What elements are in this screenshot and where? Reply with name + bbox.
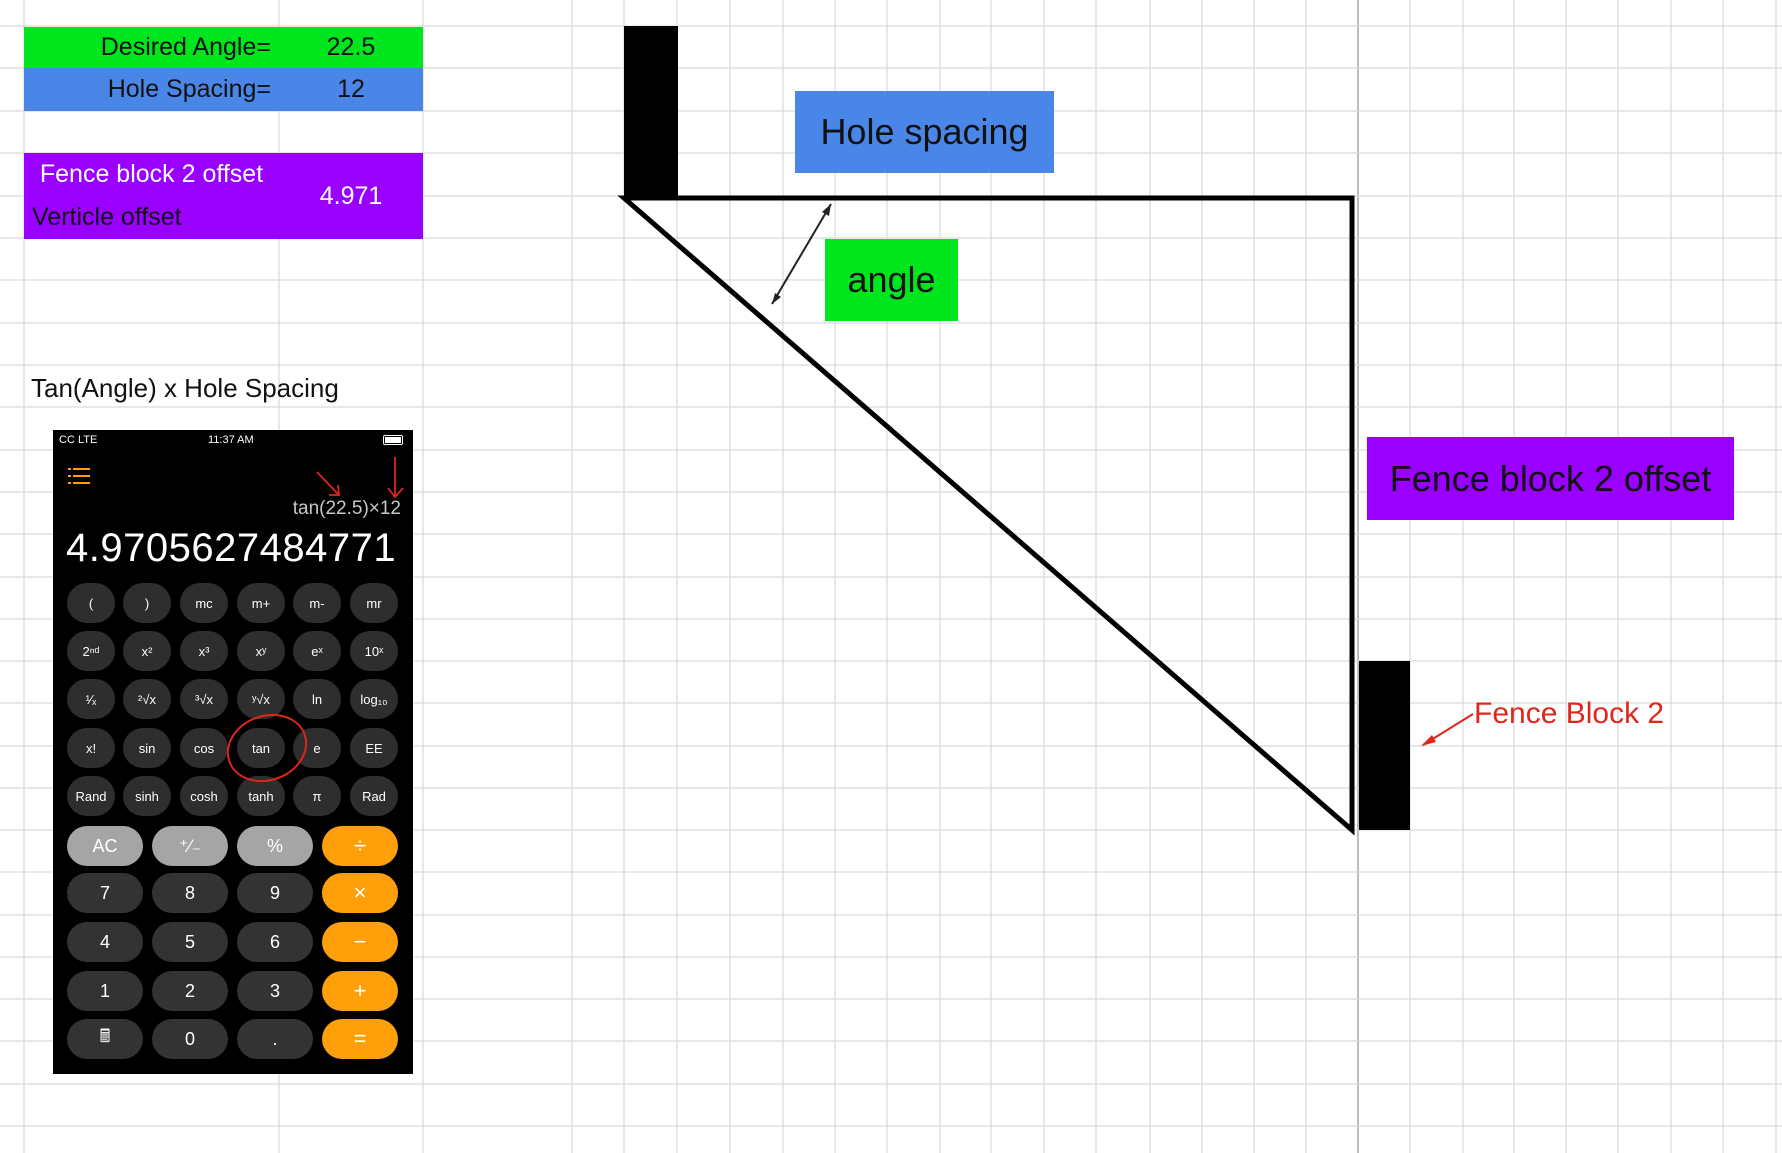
calc-key[interactable]: AC: [67, 826, 143, 866]
calc-key[interactable]: x²: [123, 631, 171, 671]
calc-key[interactable]: 3: [237, 971, 313, 1011]
formula-note-cell[interactable]: Tan(Angle) x Hole Spacing: [24, 368, 424, 408]
calc-key[interactable]: ln: [293, 679, 341, 719]
calc-key[interactable]: 5: [152, 922, 228, 962]
desired-angle-label-cell[interactable]: Desired Angle=: [24, 27, 279, 68]
calc-key[interactable]: ʸ√x: [237, 679, 285, 719]
status-time: 11:37 AM: [208, 434, 254, 446]
calculator-result: 4.9705627484771: [66, 526, 397, 570]
desired-angle-value-cell[interactable]: 22.5: [279, 27, 423, 68]
offset-label-cell-1[interactable]: Fence block 2 offset: [24, 153, 279, 196]
fence-block-offset-tag[interactable]: Fence block 2 offset: [1367, 437, 1734, 520]
calc-key[interactable]: 6: [237, 922, 313, 962]
calc-key[interactable]: .: [237, 1019, 313, 1059]
calc-key[interactable]: 0: [152, 1019, 228, 1059]
calc-key[interactable]: =: [322, 1019, 398, 1059]
signal-status: CC LTE: [59, 434, 98, 446]
calc-key[interactable]: 8: [152, 873, 228, 913]
calc-key[interactable]: e: [293, 728, 341, 768]
hole-spacing-value: 12: [337, 75, 365, 103]
formula-note: Tan(Angle) x Hole Spacing: [31, 372, 339, 403]
calc-key[interactable]: mr: [350, 583, 398, 623]
calc-key[interactable]: 🖩: [67, 1019, 143, 1059]
calc-key[interactable]: sin: [123, 728, 171, 768]
calc-key[interactable]: %: [237, 826, 313, 866]
red-arrowhead-2: [387, 487, 404, 499]
hole-spacing-label: Hole Spacing=: [107, 75, 271, 103]
fence-block-2-label[interactable]: Fence Block 2: [1474, 694, 1704, 734]
calc-key[interactable]: ×: [322, 873, 398, 913]
calc-key[interactable]: tanh: [237, 776, 285, 816]
calc-key[interactable]: Rand: [67, 776, 115, 816]
calc-key[interactable]: m-: [293, 583, 341, 623]
calc-key[interactable]: ¹⁄ₓ: [67, 679, 115, 719]
calc-key[interactable]: cosh: [180, 776, 228, 816]
hole-spacing-tag[interactable]: Hole spacing: [795, 91, 1054, 173]
calc-key[interactable]: eˣ: [293, 631, 341, 671]
calc-key[interactable]: ÷: [322, 826, 398, 866]
offset-value: 4.971: [319, 181, 383, 210]
offset-value-cell[interactable]: 4.971: [279, 153, 423, 239]
calc-key[interactable]: 2: [152, 971, 228, 1011]
angle-tag[interactable]: angle: [825, 239, 958, 321]
calc-key[interactable]: π: [293, 776, 341, 816]
calculator-expression: tan(22.5)×12: [292, 498, 401, 519]
hole-spacing-value-cell[interactable]: 12: [279, 68, 423, 111]
calc-key[interactable]: cos: [180, 728, 228, 768]
red-annotations: [226, 457, 404, 783]
calc-key[interactable]: x!: [67, 728, 115, 768]
battery-icon: [383, 435, 403, 445]
calc-key[interactable]: EE: [350, 728, 398, 768]
verticle-offset-label: Verticle offset: [32, 203, 182, 231]
desired-angle-value: 22.5: [326, 33, 376, 61]
calc-key[interactable]: sinh: [123, 776, 171, 816]
calc-key[interactable]: ³√x: [180, 679, 228, 719]
calc-key[interactable]: (: [67, 583, 115, 623]
hole-spacing-tag-text: Hole spacing: [820, 111, 1029, 152]
calc-key[interactable]: −: [322, 922, 398, 962]
calc-key[interactable]: x³: [180, 631, 228, 671]
calc-key[interactable]: ): [123, 583, 171, 623]
calc-key[interactable]: 2ⁿᵈ: [67, 631, 115, 671]
fence-block-2-label-text: Fence Block 2: [1474, 697, 1665, 730]
list-icon[interactable]: [68, 467, 90, 485]
calc-key[interactable]: xʸ: [237, 631, 285, 671]
calc-key[interactable]: mc: [180, 583, 228, 623]
hole-spacing-label-cell[interactable]: Hole Spacing=: [24, 68, 279, 111]
tan-key-circle: [226, 713, 308, 783]
calc-key[interactable]: 1: [67, 971, 143, 1011]
offset-label-cell-2[interactable]: Verticle offset: [24, 196, 279, 239]
calc-key[interactable]: m+: [237, 583, 285, 623]
calc-key[interactable]: 9: [237, 873, 313, 913]
fence-block-offset-label: Fence block 2 offset: [39, 160, 264, 188]
desired-angle-label: Desired Angle=: [100, 33, 271, 61]
calc-key[interactable]: 7: [67, 873, 143, 913]
calc-key[interactable]: Rad: [350, 776, 398, 816]
calc-key[interactable]: log₁₀: [350, 679, 398, 719]
calc-key[interactable]: ²√x: [123, 679, 171, 719]
red-arrow-1: [316, 471, 339, 495]
calc-key[interactable]: 10ˣ: [350, 631, 398, 671]
fence-block-offset-tag-text: Fence block 2 offset: [1389, 457, 1712, 499]
angle-tag-text: angle: [847, 259, 936, 300]
calc-key[interactable]: 4: [67, 922, 143, 962]
calc-key[interactable]: ⁺∕₋: [152, 826, 228, 866]
calc-key[interactable]: +: [322, 971, 398, 1011]
red-arrowhead-1: [329, 484, 340, 496]
calc-key[interactable]: tan: [237, 728, 285, 768]
calculator-screenshot: CC LTE 11:37 AM tan(22.5)×12 4.970562748…: [53, 430, 413, 1074]
